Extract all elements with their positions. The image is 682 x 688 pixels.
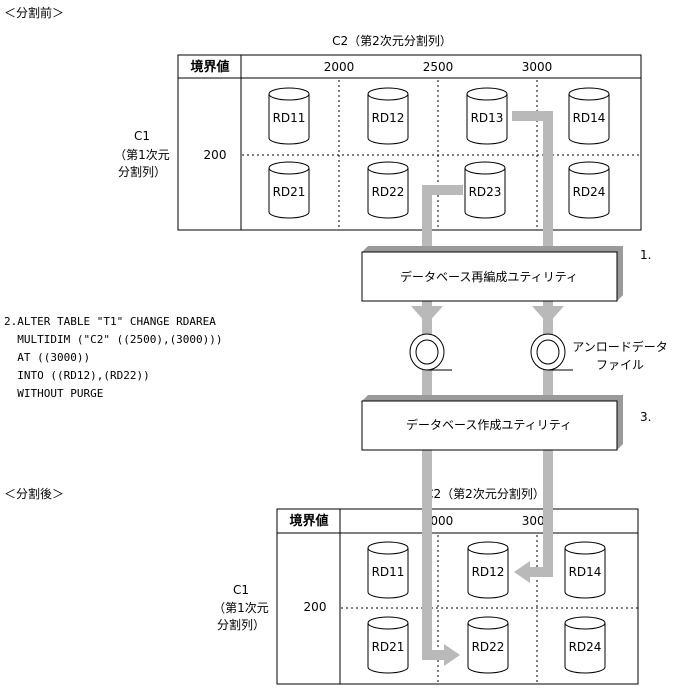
after-row-bound: 200 <box>304 600 327 614</box>
tape-icon-left <box>409 333 452 371</box>
after-rd21: RD21 <box>372 640 405 654</box>
create-utility-box <box>361 395 623 451</box>
down-arrowhead-left <box>411 306 443 324</box>
before-dim2-label: C2（第2次元分割列） <box>332 33 452 48</box>
before-dim1-label-3: 分割列） <box>118 164 166 179</box>
before-dim1-label-1: C1 <box>134 129 150 143</box>
after-title: ＜分割後＞ <box>4 486 64 501</box>
reorganize-utility-box <box>361 246 623 302</box>
before-cylinders: RD11 RD12 RD13 RD14 RD21 RD22 RD23 RD24 <box>268 87 610 219</box>
before-rd23: RD23 <box>469 185 502 199</box>
before-rd24: RD24 <box>573 185 606 199</box>
sql-line-1: 2.ALTER TABLE "T1" CHANGE RDAREA <box>4 315 216 328</box>
after-rd14: RD14 <box>569 565 602 579</box>
before-dim1-label-2: （第1次元 <box>114 148 170 162</box>
after-rd11: RD11 <box>372 565 405 579</box>
create-utility-label: データベース作成ユティリティ <box>406 417 572 432</box>
before-rd11: RD11 <box>273 111 306 125</box>
before-header: 境界値 <box>190 59 229 75</box>
after-rd22: RD22 <box>472 640 505 654</box>
before-row-bound: 200 <box>204 148 227 162</box>
sql-line-4: INTO ((RD12),(RD22)) <box>4 369 150 382</box>
after-rd24: RD24 <box>569 640 602 654</box>
reorganize-utility-label: データベース再編成ユティリティ <box>400 269 578 284</box>
unload-file-label-2: ファイル <box>596 358 644 372</box>
sql-line-5: WITHOUT PURGE <box>4 387 103 400</box>
after-rd12: RD12 <box>472 565 505 579</box>
step3-number: 3. <box>640 410 651 424</box>
sql-line-2: MULTIDIM ("C2" ((2500),(3000))) <box>4 333 223 346</box>
sql-line-3: AT ((3000)) <box>4 351 90 364</box>
before-bound-2000: 2000 <box>324 60 355 74</box>
before-bound-3000: 3000 <box>522 60 553 74</box>
tape-icon-right <box>530 333 573 371</box>
after-cylinders: RD11 RD12 RD14 RD21 RD22 RD24 <box>367 541 606 674</box>
after-dim1-label-2: （第1次元 <box>213 601 269 615</box>
before-bound-2500: 2500 <box>423 60 454 74</box>
before-title: ＜分割前＞ <box>4 5 64 20</box>
unload-file-label-1: アンロードデータ <box>572 339 668 354</box>
before-table <box>177 54 642 231</box>
alter-table-statement: 2.ALTER TABLE "T1" CHANGE RDAREA MULTIDI… <box>4 315 223 400</box>
after-dim1-label-3: 分割列） <box>217 617 265 632</box>
after-dim2-label: C2（第2次元分割列） <box>425 486 545 501</box>
before-rd14: RD14 <box>573 111 606 125</box>
after-header: 境界値 <box>289 513 328 529</box>
before-rd13: RD13 <box>471 111 504 125</box>
after-dim1-label-1: C1 <box>233 583 249 597</box>
down-arrowhead-right <box>532 306 564 324</box>
before-rd21: RD21 <box>273 185 306 199</box>
before-rd22: RD22 <box>372 185 405 199</box>
step1-number: 1. <box>640 248 651 262</box>
before-rd12: RD12 <box>372 111 405 125</box>
